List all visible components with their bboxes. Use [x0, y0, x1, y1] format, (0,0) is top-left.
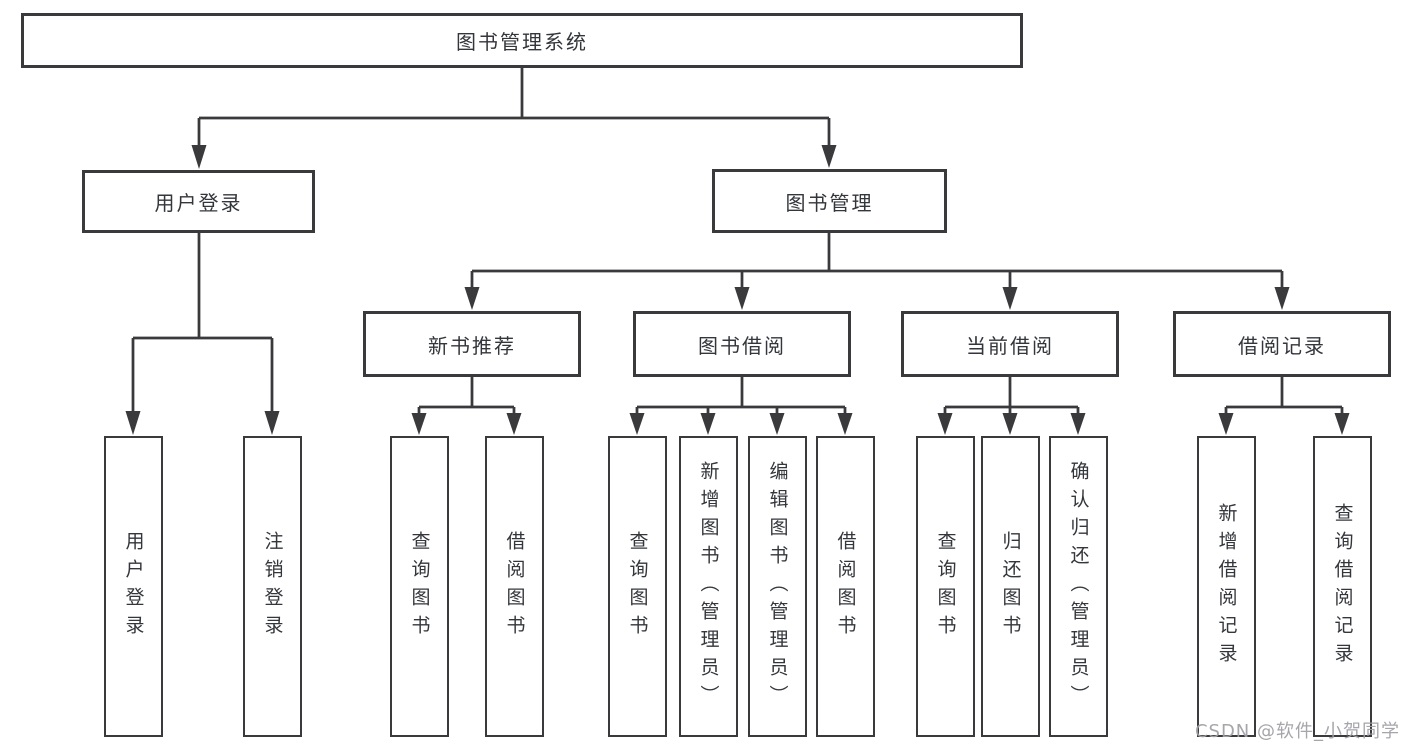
node-leaf-query-books-borrow: 查询图书 — [607, 436, 667, 737]
node-leaf-query-books-recommend: 查询图书 — [389, 436, 449, 737]
node-borrow-records: 借阅记录 — [1173, 311, 1391, 377]
node-leaf-borrow-books-label: 借阅图书 — [834, 530, 857, 643]
node-book-management: 图书管理 — [712, 169, 947, 233]
node-leaf-logout-label: 注销登录 — [261, 530, 284, 643]
node-user-login: 用户登录 — [82, 170, 315, 233]
node-leaf-borrow-books-recommend-label: 借阅图书 — [503, 530, 526, 643]
node-leaf-edit-books-admin-label: 编辑图书（管理员） — [766, 460, 789, 713]
connector-borrow-records-to-leaves — [1218, 377, 1350, 435]
node-new-book-recommend: 新书推荐 — [363, 311, 581, 377]
node-leaf-edit-books-admin: 编辑图书（管理员） — [747, 436, 807, 737]
node-leaf-query-books-recommend-label: 查询图书 — [408, 530, 431, 643]
node-leaf-query-books-borrow-label: 查询图书 — [626, 530, 649, 643]
connector-root-to-level2 — [191, 66, 837, 169]
node-leaf-confirm-return-admin: 确认归还（管理员） — [1048, 436, 1108, 737]
csdn-watermark: CSDN @软件_小贺同学 — [1194, 721, 1400, 742]
node-leaf-user-login: 用户登录 — [103, 436, 163, 737]
node-leaf-add-books-admin-label: 新增图书（管理员） — [697, 460, 720, 713]
node-leaf-user-login-label: 用户登录 — [122, 530, 145, 643]
node-leaf-borrow-books-recommend: 借阅图书 — [484, 436, 544, 737]
node-book-borrow: 图书借阅 — [633, 311, 851, 377]
connector-book-management-to-level3 — [464, 233, 1290, 310]
node-user-login-label: 用户登录 — [154, 191, 243, 215]
node-new-book-recommend-label: 新书推荐 — [428, 333, 516, 358]
connector-user-login-to-leaves — [125, 233, 280, 435]
node-leaf-query-books-current-label: 查询图书 — [934, 530, 957, 643]
connector-new-books-to-leaves — [411, 377, 522, 435]
node-root-library-management-system: 图书管理系统 — [21, 13, 1023, 68]
node-leaf-add-books-admin: 新增图书（管理员） — [678, 436, 738, 737]
node-leaf-query-borrow-record-label: 查询借阅记录 — [1331, 502, 1354, 671]
node-book-borrow-label: 图书借阅 — [698, 333, 786, 358]
node-leaf-add-borrow-record: 新增借阅记录 — [1196, 436, 1256, 737]
node-leaf-borrow-books: 借阅图书 — [815, 436, 875, 737]
node-borrow-records-label: 借阅记录 — [1238, 333, 1326, 358]
node-leaf-query-books-current: 查询图书 — [915, 436, 975, 737]
node-root-label: 图书管理系统 — [456, 30, 588, 54]
node-leaf-query-borrow-record: 查询借阅记录 — [1312, 436, 1372, 737]
node-book-management-label: 图书管理 — [785, 190, 874, 215]
node-leaf-add-borrow-record-label: 新增借阅记录 — [1215, 502, 1238, 671]
node-leaf-logout: 注销登录 — [242, 436, 302, 737]
node-leaf-return-books: 归还图书 — [980, 436, 1040, 737]
connector-book-borrow-to-leaves — [629, 377, 853, 435]
node-leaf-return-books-label: 归还图书 — [999, 530, 1022, 643]
connector-current-borrow-to-leaves — [937, 377, 1086, 435]
node-current-borrow: 当前借阅 — [901, 311, 1119, 377]
node-leaf-confirm-return-admin-label: 确认归还（管理员） — [1067, 460, 1090, 713]
node-current-borrow-label: 当前借阅 — [966, 333, 1054, 358]
